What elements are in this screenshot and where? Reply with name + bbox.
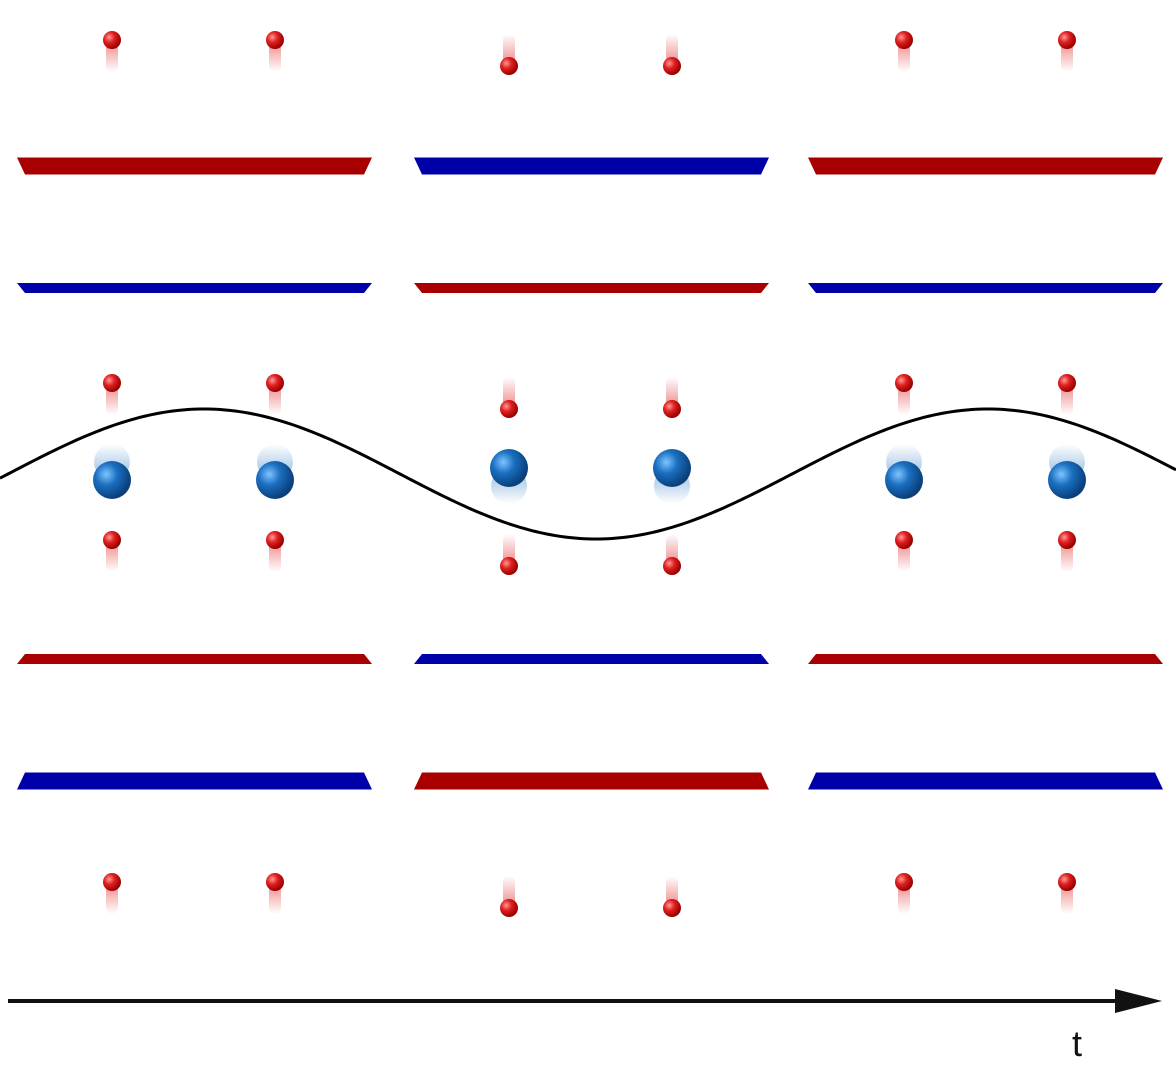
plate-blue-period-2-row-3 <box>414 654 769 664</box>
plate-blue-period-1-row-4 <box>17 772 372 790</box>
blue-atom <box>256 461 294 499</box>
red-ion <box>266 374 284 392</box>
blue-atom <box>653 449 691 487</box>
red-ion <box>103 374 121 392</box>
red-ion <box>895 31 913 49</box>
red-ion <box>663 57 681 75</box>
blue-atom <box>1048 461 1086 499</box>
red-ion <box>1058 873 1076 891</box>
red-ion <box>1058 531 1076 549</box>
sinusoidal-wave <box>0 407 1176 541</box>
plate-red-period-3-row-1 <box>808 157 1163 175</box>
red-ion <box>1058 31 1076 49</box>
blue-atom <box>885 461 923 499</box>
red-ion <box>500 400 518 418</box>
plate-red-period-1-row-1 <box>17 157 372 175</box>
red-ion <box>1058 374 1076 392</box>
plate-red-period-2-row-2 <box>414 283 769 293</box>
plate-blue-period-1-row-2 <box>17 283 372 293</box>
red-ion <box>663 899 681 917</box>
plate-blue-period-3-row-4 <box>808 772 1163 790</box>
plate-red-period-1-row-3 <box>17 654 372 664</box>
red-ion <box>103 31 121 49</box>
atoms-layer <box>93 444 1086 504</box>
red-ion <box>266 873 284 891</box>
red-ion <box>266 531 284 549</box>
red-ion <box>103 873 121 891</box>
blue-atom <box>490 449 528 487</box>
plate-blue-period-2-row-1 <box>414 157 769 175</box>
red-ion <box>500 899 518 917</box>
red-ion <box>500 557 518 575</box>
red-ion <box>663 400 681 418</box>
time-axis-label: t <box>1072 1023 1082 1064</box>
red-ion <box>500 57 518 75</box>
red-ion <box>266 31 284 49</box>
plate-red-period-2-row-4 <box>414 772 769 790</box>
plate-blue-period-3-row-2 <box>808 283 1163 293</box>
time-axis-arrowhead <box>1115 989 1162 1013</box>
red-ion <box>895 374 913 392</box>
red-ion <box>895 873 913 891</box>
plate-red-period-3-row-3 <box>808 654 1163 664</box>
red-ion <box>663 557 681 575</box>
plates-layer <box>17 157 1163 790</box>
red-ion <box>895 531 913 549</box>
ions-layer <box>103 31 1076 917</box>
time-axis: t <box>8 989 1162 1064</box>
blue-atom <box>93 461 131 499</box>
red-ion <box>103 531 121 549</box>
